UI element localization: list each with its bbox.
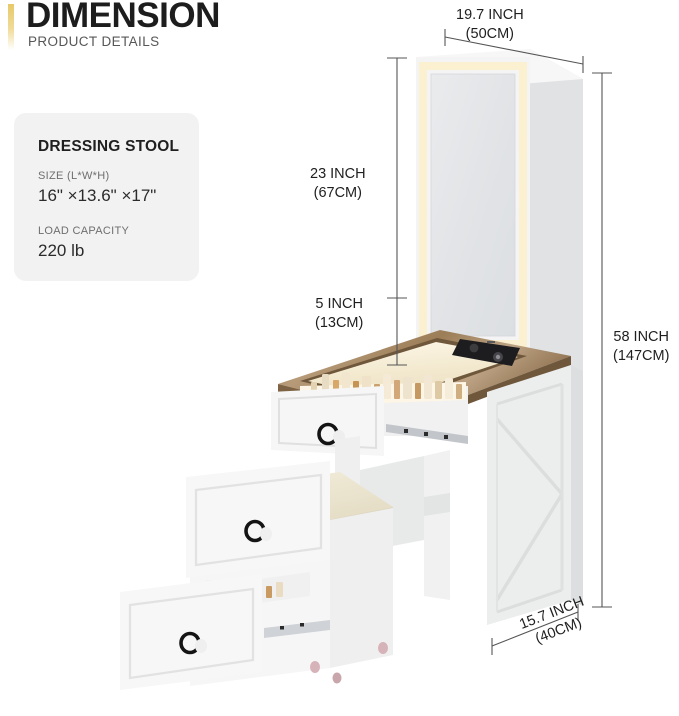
width-dimension-line <box>444 36 584 65</box>
mobile-drawer-cabinet[interactable] <box>120 461 393 690</box>
rail-screw-c <box>444 435 448 439</box>
total-height-cm-value: (147CM) <box>613 347 670 364</box>
door-trim-top <box>496 382 563 406</box>
outlet-socket-left[interactable] <box>469 343 479 353</box>
outlet-switch-icon <box>495 354 501 360</box>
mirror-glass <box>431 74 515 336</box>
caster-wheel-left <box>332 672 342 684</box>
desk-cross-support <box>424 493 450 516</box>
bottom-drawer-panel-inset <box>128 587 255 680</box>
power-outlet-panel <box>452 339 520 366</box>
mirror-height-inch-value: 23 INCH <box>310 166 366 182</box>
page-title: DIMENSION <box>26 0 220 35</box>
bottom-rail-screw-a <box>280 626 284 630</box>
dimension-lines <box>387 29 612 655</box>
accent-bar <box>8 4 14 50</box>
outlet-usb-icon <box>487 341 495 343</box>
bottom-drawer-handle-backplate <box>195 639 207 653</box>
mobile-cabinet-side <box>330 508 393 668</box>
page-header: DIMENSION PRODUCT DETAILS <box>0 0 280 58</box>
door-trim-bottom <box>496 588 563 614</box>
width-cm-value: (50CM) <box>465 25 515 42</box>
desk-right-leg <box>424 450 450 600</box>
bottom-rail-screw-b <box>300 623 304 627</box>
load-capacity-label: LOAD CAPACITY <box>38 225 130 237</box>
mid-drawer-front[interactable] <box>186 461 330 578</box>
caster-wheel-front <box>310 661 320 673</box>
gap-height-cm-value: (13CM) <box>315 314 364 331</box>
gap-height-dimension-label: 5 INCH (13CM) <box>315 295 363 332</box>
load-capacity-value: 220 lb <box>38 241 85 260</box>
door-trim-diagonal-lower <box>495 493 564 601</box>
bottom-drawer-slide-rail <box>264 620 330 638</box>
width-inch-value: 19.7 INCH <box>456 7 524 23</box>
mirror-height-dimension-label: 23 INCH (67CM) <box>310 165 366 202</box>
mid-drawer-handle-backplate <box>260 527 272 541</box>
door-trim-diagonal-upper <box>495 417 564 496</box>
mirror-height-cm-value: (67CM) <box>313 184 362 201</box>
total-height-dimension-label: 58 INCH (147CM) <box>613 328 669 365</box>
width-dimension-label: 19.7 INCH (50CM) <box>456 6 524 43</box>
top-drawer-panel-inset <box>278 392 377 450</box>
page-subtitle: PRODUCT DETAILS <box>28 34 160 49</box>
cabinet-side-panel <box>571 365 583 606</box>
rail-screw-b <box>424 432 428 436</box>
spec-card-title: DRESSING STOOL <box>38 138 180 155</box>
mid-drawer-panel-inset <box>194 473 323 567</box>
size-value: 16" ×13.6" ×17" <box>38 186 157 205</box>
caster-wheel-right <box>378 642 388 654</box>
total-height-inch-value: 58 INCH <box>613 329 669 345</box>
depth-dimension-line <box>491 611 579 647</box>
rail-screw-a <box>404 429 408 433</box>
size-label: SIZE (L*W*H) <box>38 170 110 182</box>
barn-door-cabinet[interactable] <box>487 365 583 625</box>
spec-card: DRESSING STOOL SIZE (L*W*H) 16" ×13.6" ×… <box>14 113 199 281</box>
mirror-side-panel <box>530 49 583 378</box>
mirror-glass-edge <box>430 73 516 337</box>
gap-height-inch-value: 5 INCH <box>315 296 363 312</box>
